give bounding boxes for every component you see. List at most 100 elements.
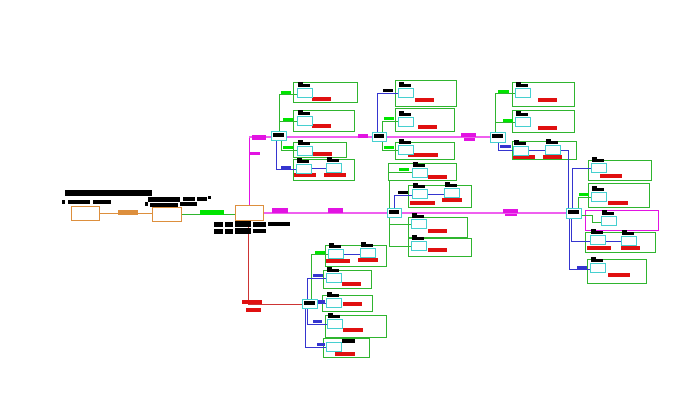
node-tab-icon xyxy=(546,139,551,141)
wire-green xyxy=(578,197,591,198)
module-box[interactable] xyxy=(587,259,647,284)
module-box[interactable] xyxy=(585,232,656,253)
node-box[interactable] xyxy=(545,145,561,155)
module-box[interactable] xyxy=(408,217,468,238)
wire-green xyxy=(495,122,515,123)
module-box[interactable] xyxy=(323,270,372,289)
node-tab-icon xyxy=(591,259,603,262)
wire-green xyxy=(311,254,312,300)
wire-blue xyxy=(307,278,308,300)
module-box[interactable] xyxy=(325,245,387,267)
signal-bar xyxy=(621,246,640,250)
wire-blue xyxy=(307,309,308,325)
node-box[interactable] xyxy=(297,146,313,156)
system-box[interactable] xyxy=(235,205,264,221)
module-box[interactable] xyxy=(395,142,455,160)
node-box[interactable] xyxy=(444,188,460,198)
wire-label xyxy=(461,133,476,137)
node-tab-icon xyxy=(328,313,333,315)
signal-bar xyxy=(608,273,630,277)
node-tab-icon xyxy=(622,232,634,235)
node-box[interactable] xyxy=(326,163,342,173)
node-box[interactable] xyxy=(297,116,313,126)
wire-darkred xyxy=(248,221,249,305)
node-box[interactable] xyxy=(360,248,376,258)
node-box[interactable] xyxy=(412,189,428,199)
module-box-magenta[interactable] xyxy=(585,210,659,231)
node-box[interactable] xyxy=(412,168,428,178)
wire-label xyxy=(328,208,343,213)
signal-bar xyxy=(587,246,611,250)
node-box[interactable] xyxy=(591,163,607,173)
module-box[interactable] xyxy=(408,238,472,257)
module-box[interactable] xyxy=(512,82,575,107)
node-tab-icon xyxy=(412,237,424,240)
node-tab-icon xyxy=(361,242,366,244)
module-box[interactable] xyxy=(323,338,370,358)
wire-blue xyxy=(307,324,327,325)
node-box[interactable] xyxy=(297,88,313,98)
node-tab-icon xyxy=(592,188,604,191)
wire-blue xyxy=(569,219,570,270)
node-box[interactable] xyxy=(515,117,531,127)
node-tab-icon xyxy=(329,245,341,248)
module-box[interactable] xyxy=(588,160,652,181)
wire-blue xyxy=(343,254,361,255)
wire-green xyxy=(389,246,411,247)
wire-blue xyxy=(572,168,591,169)
node-box[interactable] xyxy=(328,249,344,259)
node-box[interactable] xyxy=(326,273,342,283)
node-box[interactable] xyxy=(398,117,414,127)
wire-blue xyxy=(561,150,569,151)
redacted-text xyxy=(180,202,197,206)
redacted-text xyxy=(208,196,211,199)
node-tab-icon xyxy=(327,294,339,297)
module-box[interactable] xyxy=(395,108,455,132)
wire-label xyxy=(252,135,266,140)
node-box[interactable] xyxy=(590,263,606,273)
node-box[interactable] xyxy=(296,164,312,174)
system-box[interactable] xyxy=(152,207,182,222)
node-tab-icon xyxy=(361,244,373,247)
signal-bar xyxy=(343,328,363,332)
node-box[interactable] xyxy=(621,236,637,246)
wire-blue xyxy=(276,169,296,170)
wire-label xyxy=(315,251,325,254)
node-box[interactable] xyxy=(326,298,342,308)
node-tab-icon xyxy=(445,182,450,184)
node-box[interactable] xyxy=(591,192,607,202)
node-tab-icon xyxy=(329,243,334,245)
signal-bar xyxy=(538,98,557,102)
module-box[interactable] xyxy=(293,82,358,103)
signal-bar xyxy=(442,198,462,202)
module-box[interactable] xyxy=(293,159,355,181)
node-box[interactable] xyxy=(411,219,427,229)
node-box[interactable] xyxy=(411,241,427,251)
signal-bar xyxy=(513,155,535,159)
hub-label-bar xyxy=(273,133,284,137)
signal-bar xyxy=(600,174,622,178)
wire-label xyxy=(464,138,475,141)
wire-label xyxy=(250,152,260,155)
wire-blue xyxy=(276,141,277,170)
node-box[interactable] xyxy=(513,146,529,156)
system-box[interactable] xyxy=(71,206,100,221)
node-box[interactable] xyxy=(601,216,617,226)
wire-label xyxy=(577,266,587,269)
redacted-text xyxy=(62,200,65,204)
node-box[interactable] xyxy=(515,88,531,98)
node-box[interactable] xyxy=(327,319,343,329)
wire-green xyxy=(311,254,328,255)
wire-label xyxy=(313,320,322,323)
node-box[interactable] xyxy=(590,235,606,245)
wire-green xyxy=(279,94,280,132)
module-box[interactable] xyxy=(408,185,472,208)
node-box[interactable] xyxy=(326,342,342,352)
hub-label-bar xyxy=(374,134,384,138)
node-tab-icon xyxy=(399,113,411,116)
wire-green xyxy=(592,215,593,223)
node-box[interactable] xyxy=(398,145,414,155)
module-box[interactable] xyxy=(325,315,387,338)
node-box[interactable] xyxy=(398,88,414,98)
signal-bar xyxy=(358,258,378,262)
